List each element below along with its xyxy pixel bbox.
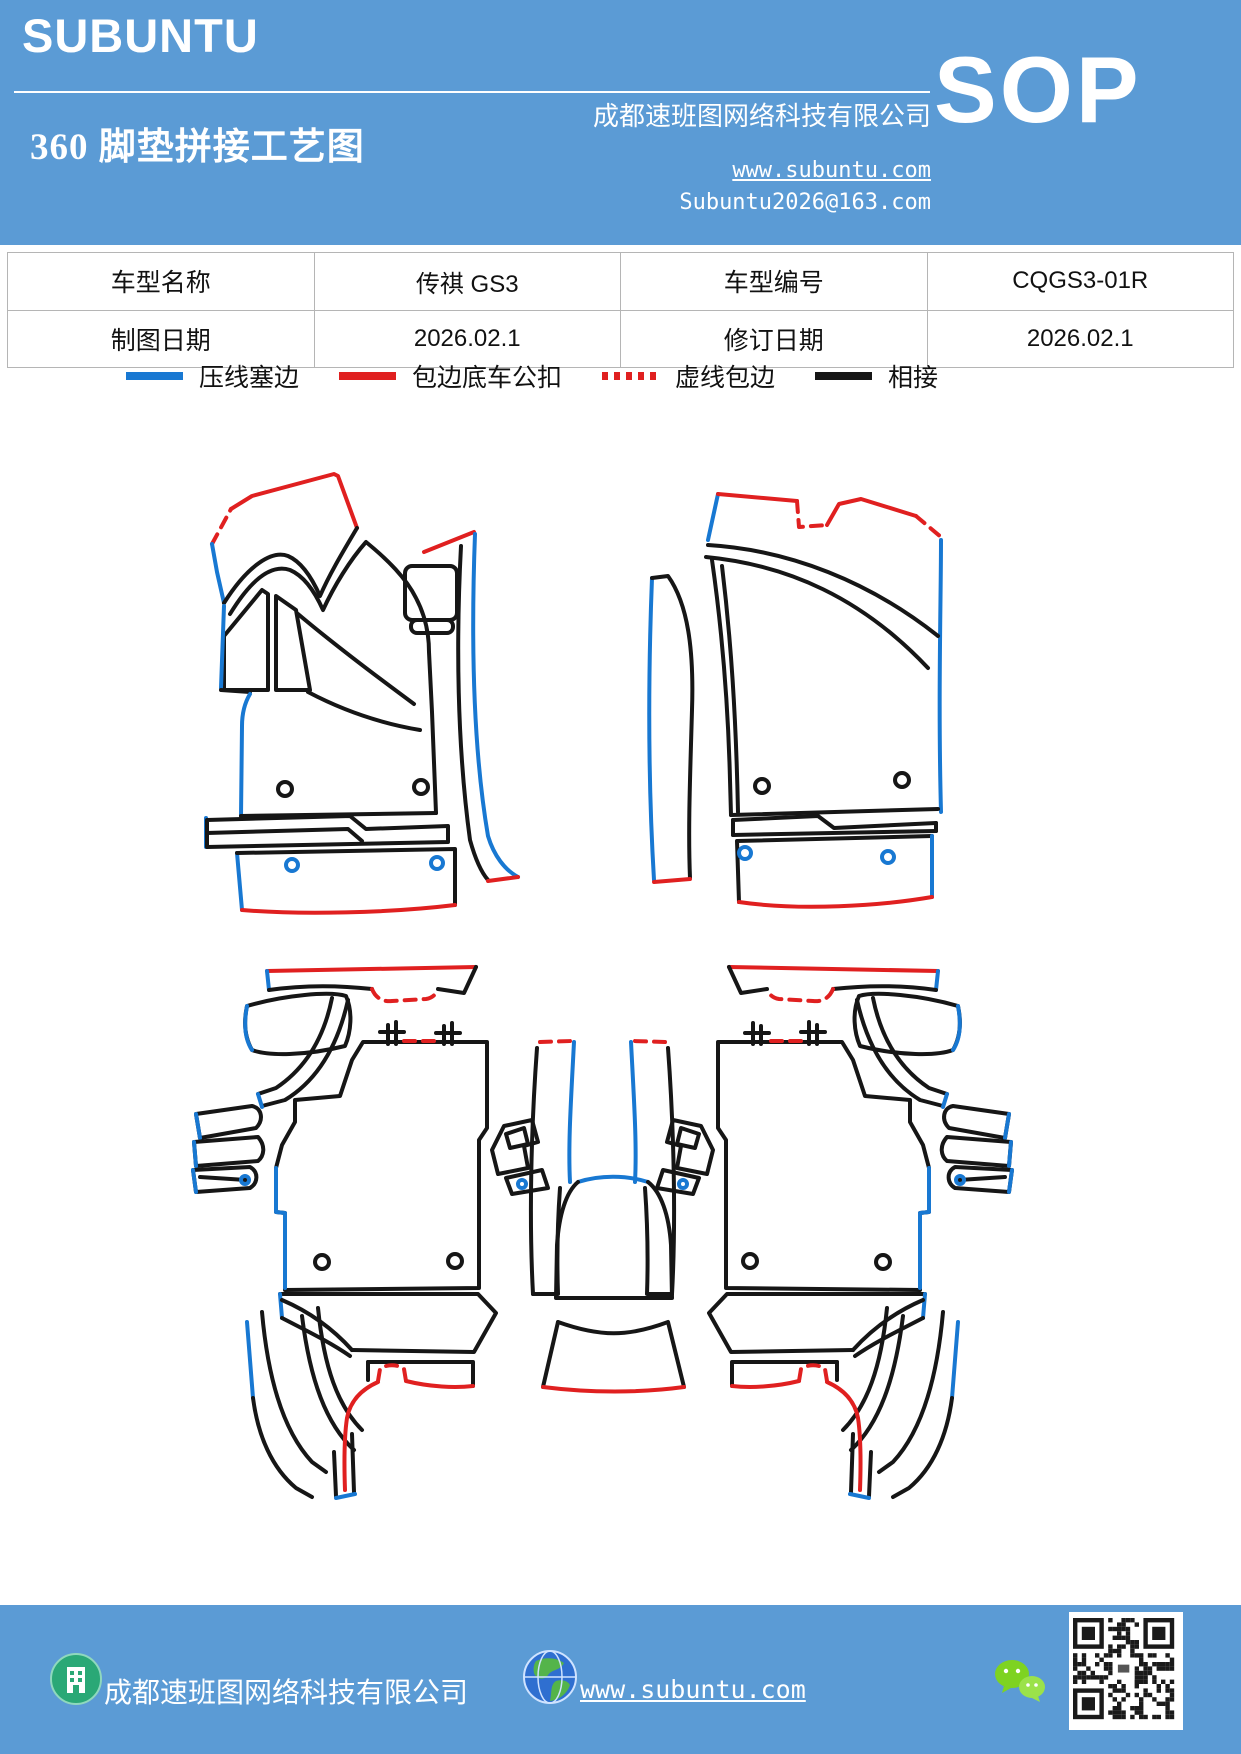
globe-icon bbox=[523, 1650, 577, 1704]
footer-company-name: 成都速班图网络科技有限公司 bbox=[104, 1678, 469, 1709]
footer-website-link[interactable]: www.subuntu.com bbox=[580, 1675, 806, 1704]
revise-date-label: 修订日期 bbox=[620, 309, 928, 368]
draw-date-value: 2026.02.1 bbox=[313, 309, 621, 368]
page-title: 360 脚垫拼接工艺图 bbox=[30, 127, 365, 168]
sop-badge: SOP bbox=[934, 37, 1142, 142]
model-code-value: CQGS3-01R bbox=[926, 252, 1234, 311]
header-divider bbox=[14, 91, 930, 93]
vehicle-info-table: 车型名称 传祺 GS3 车型编号 CQGS3-01R 制图日期 2026.02.… bbox=[7, 252, 1234, 368]
header-company-name: 成都速班图网络科技有限公司 bbox=[592, 102, 931, 131]
legend-item-dashed-binding: 虚线包边 bbox=[602, 358, 775, 394]
model-code-label: 车型编号 bbox=[620, 252, 928, 311]
wechat-icon bbox=[995, 1660, 1045, 1702]
building-icon bbox=[50, 1653, 102, 1705]
brand-logo: SUBUNTU bbox=[22, 9, 259, 62]
center-tunnel-drawing bbox=[541, 1174, 686, 1394]
legend-item-binding-buckle: 包边底车公扣 bbox=[339, 358, 562, 394]
page-header: SUBUNTU 360 脚垫拼接工艺图 成都速班图网络科技有限公司 www.su… bbox=[0, 0, 1241, 245]
red-line-swatch bbox=[339, 372, 397, 380]
revise-date-value: 2026.02.1 bbox=[926, 309, 1234, 368]
legend-label: 压线塞边 bbox=[199, 365, 300, 392]
legend-label: 包边底车公扣 bbox=[412, 365, 563, 392]
model-name-value: 传祺 GS3 bbox=[313, 252, 621, 311]
legend-label: 相接 bbox=[888, 365, 939, 392]
legend-item-press-edge: 压线塞边 bbox=[126, 358, 299, 394]
front-right-mat-drawing bbox=[647, 492, 943, 909]
legend-label: 虚线包边 bbox=[675, 365, 776, 392]
red-dashed-swatch bbox=[602, 372, 660, 380]
draw-date-label: 制图日期 bbox=[7, 309, 315, 368]
table-row: 制图日期 2026.02.1 修订日期 2026.02.1 bbox=[7, 309, 1234, 368]
rear-mats-right-drawing bbox=[629, 965, 1014, 1500]
front-left-mat-drawing bbox=[204, 472, 520, 915]
header-email: Subuntu2026@163.com bbox=[679, 190, 931, 215]
rear-mats-left-drawing bbox=[191, 965, 576, 1500]
qr-code bbox=[1069, 1612, 1183, 1730]
page-footer: 成都速班图网络科技有限公司 www.subuntu.com bbox=[0, 1605, 1241, 1754]
blue-line-swatch bbox=[126, 372, 183, 380]
model-name-label: 车型名称 bbox=[7, 252, 315, 311]
black-line-swatch bbox=[815, 372, 873, 380]
table-row: 车型名称 传祺 GS3 车型编号 CQGS3-01R bbox=[7, 252, 1234, 311]
header-website-link[interactable]: www.subuntu.com bbox=[732, 158, 931, 183]
line-legend: 压线塞边 包边底车公扣 虚线包边 相接 bbox=[126, 358, 978, 394]
legend-item-join: 相接 bbox=[815, 358, 938, 394]
